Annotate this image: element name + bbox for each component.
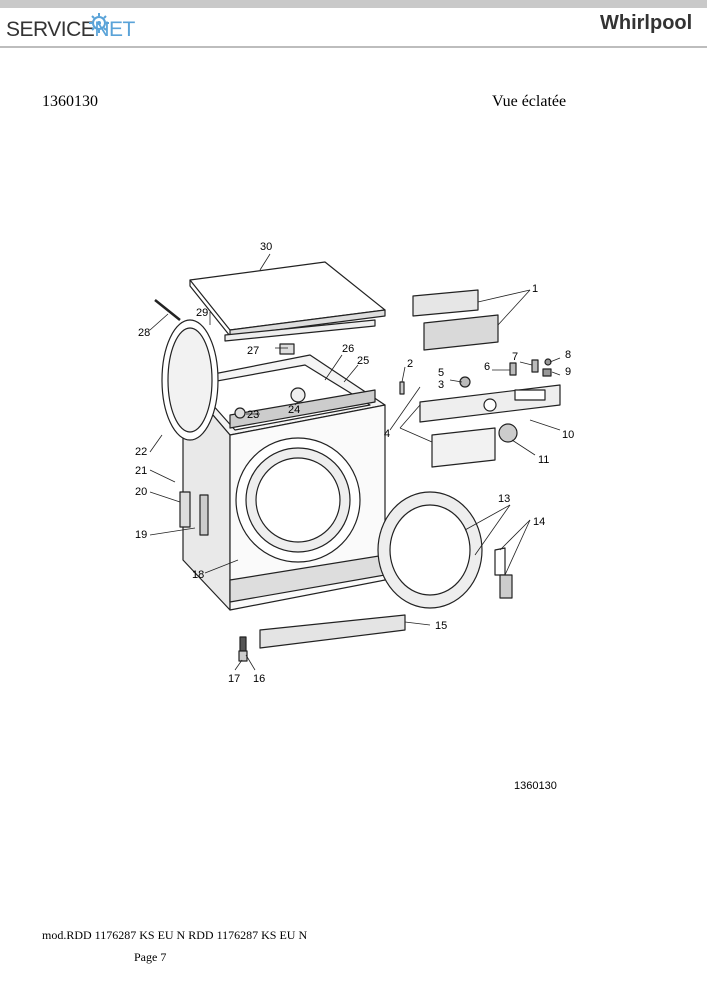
gear-icon (89, 13, 109, 33)
label-25: 25 (357, 355, 369, 367)
label-26: 26 (342, 343, 354, 355)
label-11: 11 (538, 454, 549, 466)
label-17: 17 (228, 673, 240, 685)
label-21: 21 (135, 465, 147, 477)
label-28: 28 (138, 327, 150, 339)
header-divider (0, 46, 707, 48)
servicenet-logo: SERVICENET (6, 13, 135, 46)
label-1: 1 (532, 283, 538, 295)
whirlpool-logo: Whirlpool (600, 12, 693, 34)
label-9: 9 (565, 366, 571, 378)
label-30: 30 (260, 241, 272, 253)
exploded-view-diagram: 30 1 29 28 27 26 25 2 3 4 5 6 7 8 9 10 1… (120, 230, 590, 700)
label-10: 10 (562, 429, 574, 441)
label-20: 20 (135, 486, 147, 498)
view-title: Vue éclatée (492, 93, 567, 110)
label-24: 24 (288, 404, 300, 416)
label-23: 23 (247, 409, 259, 421)
label-14: 14 (533, 516, 545, 528)
label-2: 2 (407, 358, 413, 370)
label-29: 29 (196, 307, 208, 319)
label-18: 18 (192, 569, 204, 581)
label-13: 13 (498, 493, 510, 505)
model-line: mod.RDD 1176287 KS EU N RDD 1176287 KS E… (42, 928, 308, 942)
label-22: 22 (135, 446, 147, 458)
part-labels: 30 1 29 28 27 26 25 2 3 4 5 6 7 8 9 10 1… (135, 241, 574, 685)
page-number: Page 7 (134, 950, 167, 964)
document-code: 1360130 (42, 93, 98, 110)
header-top-bar (0, 0, 707, 8)
label-16: 16 (253, 673, 265, 685)
label-5: 5 (438, 367, 444, 379)
label-4: 4 (384, 428, 390, 440)
label-19: 19 (135, 529, 147, 541)
diagram-reference-code: 1360130 (514, 780, 557, 792)
label-3: 3 (438, 379, 444, 391)
label-27: 27 (247, 345, 259, 357)
washing-machine-exploded-drawing: 30 1 29 28 27 26 25 2 3 4 5 6 7 8 9 10 1… (135, 241, 574, 685)
label-8: 8 (565, 349, 571, 361)
label-6: 6 (484, 361, 490, 373)
label-7: 7 (512, 351, 518, 363)
label-15: 15 (435, 620, 447, 632)
